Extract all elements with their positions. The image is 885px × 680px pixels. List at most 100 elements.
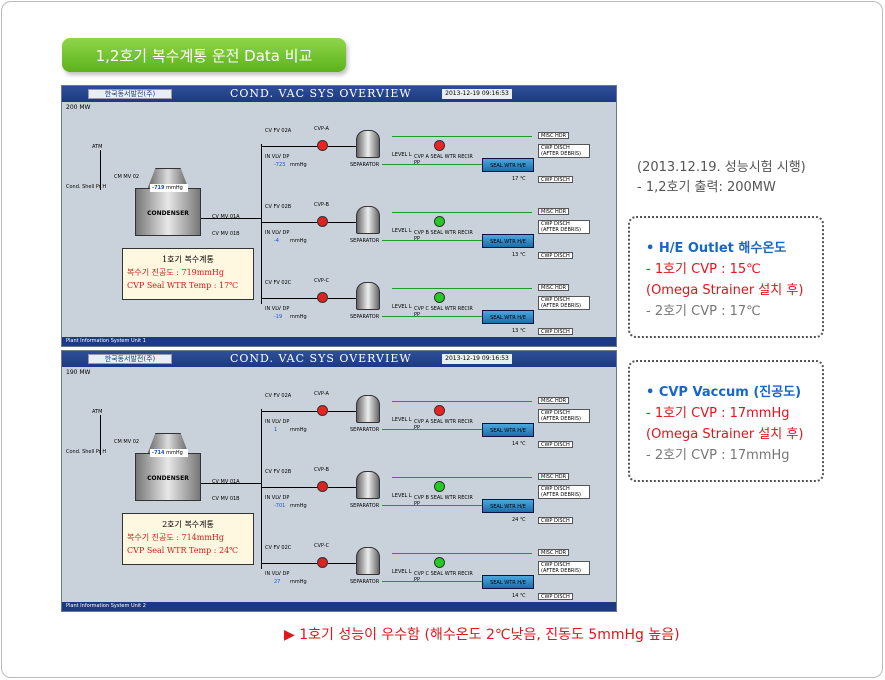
cv-fv-label: CV FV 02C [265,280,292,286]
separator-label: SEPARATOR [350,579,380,585]
seal-recirc-pump-icon[interactable] [434,216,445,227]
cvp-discharge-line [328,563,356,564]
seal-water-line [382,429,482,430]
cvp-vacuum-heading: • CVP Vaccum (진공도) [646,385,802,400]
mmhg-unit: mmHg [290,162,307,168]
seal-pump-label: CVP B SEAL WTR RECIR PP [414,230,473,242]
seal-pump-label: CVP B SEAL WTR RECIR PP [414,495,473,507]
in-vlv-dp-label: IN VLV DP [265,419,290,425]
he-outlet-box: • H/E Outlet 해수온도 - 1호기 CVP : 15℃ (Omega… [628,216,824,338]
mmhg-unit: mmHg [290,238,307,244]
cwp-disch-after-tag: CWP DISCH (AFTER DEBRIS) [538,409,590,423]
cvp-label: CVP-A [314,391,329,397]
seal-recirc-pump-icon[interactable] [434,140,445,151]
mw-readout: 200 MW [66,104,91,111]
cv-mv-01b-label: CV MV 01B [212,496,240,502]
in-vlv-dp-value: 1 [274,427,278,433]
cv-fv-label: CV FV 02A [265,128,292,134]
separator-label: SEPARATOR [350,238,380,244]
company-logo: 한국동서발전(주) [88,89,172,99]
misc-header-line [392,136,532,137]
misc-header-line [392,477,532,478]
misc-hdr-tag: MISC HDR [538,284,570,291]
condenser-body [135,188,201,236]
seal-pump-label: CVP C SEAL WTR RECIR PP [414,306,473,318]
hx-outlet-temp: 14 ℃ [512,441,526,447]
cvp-pump-icon[interactable] [317,557,328,568]
seal-recirc-pump-icon[interactable] [434,557,445,568]
level-label: LEVEL L [392,417,412,423]
cvp-pump-icon[interactable] [317,405,328,416]
cvp-label: CVP-B [314,467,329,473]
cvp-pump-icon[interactable] [317,216,328,227]
cvp-pump-icon[interactable] [317,481,328,492]
mmhg-unit: mmHg [290,314,307,320]
mmhg-unit: mmHg [290,579,307,585]
cvp-pump-icon[interactable] [317,292,328,303]
cwp-disch-tag: CWP DISCH [538,176,573,183]
in-vlv-dp-value: -701 [274,503,286,509]
scada-title: COND. VAC SYS OVERVIEW [230,87,412,100]
scada-header: 한국동서발전(주) COND. VAC SYS OVERVIEW 2013-12… [62,351,616,367]
unit-summary-title: 1호기 복수계통 [162,255,214,264]
vacuum-header [261,144,262,304]
hx-outlet-temp: 24 ℃ [512,517,526,523]
scada-header: 한국동서발전(주) COND. VAC SYS OVERVIEW 2013-12… [62,86,616,102]
cv-fv-label: CV FV 02C [265,545,292,551]
cwp-disch-tag: CWP DISCH [538,252,573,259]
separator-label: SEPARATOR [350,427,380,433]
misc-hdr-tag: MISC HDR [538,473,570,480]
level-label: LEVEL L [392,228,412,234]
cwp-disch-tag: CWP DISCH [538,441,573,448]
separator-tank-icon [356,206,380,234]
seal-water-line [382,581,482,582]
scada-footer: Plant Information System Unit 1 [62,337,616,346]
cwp-disch-after-tag: CWP DISCH (AFTER DEBRIS) [538,485,590,499]
separator-label: SEPARATOR [350,162,380,168]
separator-tank-icon [356,395,380,423]
scada-footer: Plant Information System Unit 2 [62,602,616,611]
seal-water-line [382,316,482,317]
seal-pump-label: CVP C SEAL WTR RECIR PP [414,571,473,583]
seal-water-hx: SEAL WTR H/E [482,234,534,248]
seal-recirc-pump-icon[interactable] [434,292,445,303]
cvp-discharge-line [328,411,356,412]
test-date: (2013.12.19. 성능시험 시행) [637,160,806,175]
cvp-vacuum-unit1-note: (Omega Strainer 설치 후) [646,427,804,442]
cvp-pump-icon[interactable] [317,140,328,151]
cv-mv-01b-label: CV MV 01B [212,231,240,237]
cwp-disch-after-tag: CWP DISCH (AFTER DEBRIS) [538,144,590,158]
vacuum-line [201,218,261,219]
cvp-discharge-line [328,298,356,299]
seal-recirc-pump-icon[interactable] [434,481,445,492]
scada-title: COND. VAC SYS OVERVIEW [230,352,412,365]
condenser-label: CONDENSER [147,475,189,482]
unit-summary-seal-temp: CVP Seal WTR Temp : 24℃ [127,546,239,555]
train-suction-line [261,487,321,488]
mmhg-unit: mmHg [290,503,307,509]
cvp-vacuum-box: • CVP Vaccum (진공도) - 1호기 CVP : 17mmHg (O… [628,360,824,482]
hx-outlet-temp: 17 ℃ [512,176,526,182]
cvp-vacuum-unit2: - 2호기 CVP : 17mmHg [646,448,790,463]
level-label: LEVEL L [392,152,412,158]
atm-label: ATM [92,409,103,415]
seal-recirc-pump-icon[interactable] [434,405,445,416]
condenser-vacuum-readout: -719 mmHg [150,184,188,192]
separator-tank-icon [356,282,380,310]
cwp-disch-tag: CWP DISCH [538,517,573,524]
atm-line [100,415,101,455]
condenser-label: CONDENSER [147,210,189,217]
misc-header-line [392,401,532,402]
he-outlet-unit1: - 1호기 CVP : 15℃ [646,262,761,277]
separator-tank-icon [356,130,380,158]
separator-tank-icon [356,471,380,499]
level-label: LEVEL L [392,569,412,575]
in-vlv-dp-value: -4 [274,238,279,244]
cv-mv-01a-label: CV MV 01A [212,479,240,485]
cwp-disch-after-tag: CWP DISCH (AFTER DEBRIS) [538,561,590,575]
conclusion-text: ▶ 1호기 성능이 우수함 (해수온도 2℃낮음, 진동도 5mmHg 높음) [284,627,680,643]
cwp-disch-tag: CWP DISCH [538,593,573,600]
misc-hdr-tag: MISC HDR [538,397,570,404]
cwp-disch-tag: CWP DISCH [538,328,573,335]
